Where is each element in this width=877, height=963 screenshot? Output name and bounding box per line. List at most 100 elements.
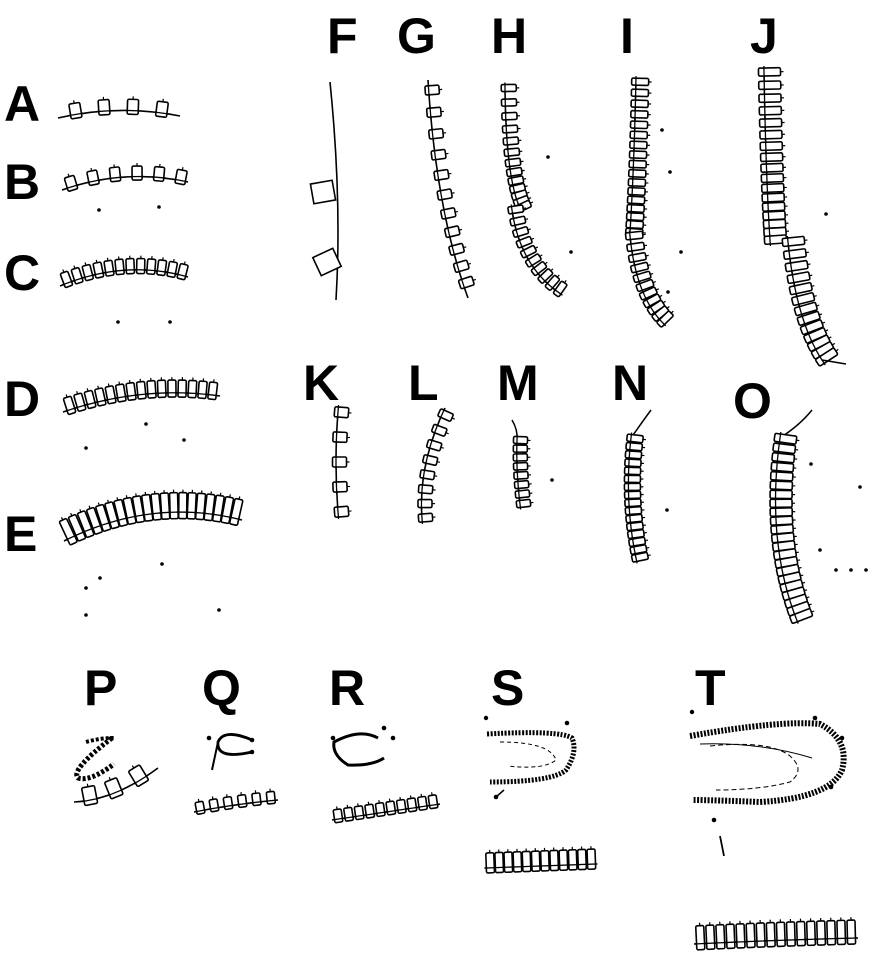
- cell: [334, 504, 352, 519]
- dot: [679, 250, 683, 254]
- panel-i-drawing: [625, 76, 683, 329]
- cell: [714, 922, 727, 950]
- cell: [428, 126, 446, 141]
- panel-h-drawing: [501, 82, 573, 298]
- cell: [694, 922, 707, 950]
- dot: [690, 710, 694, 714]
- cell: [758, 66, 783, 78]
- dot: [250, 738, 255, 743]
- drawings: [56, 66, 868, 950]
- panel-label-a: A: [4, 76, 40, 132]
- cell: [760, 140, 785, 153]
- cell: [333, 430, 351, 445]
- cell: [394, 796, 408, 814]
- panel-label-r: R: [329, 660, 365, 716]
- dot: [569, 250, 573, 254]
- cell: [124, 255, 137, 273]
- dot: [849, 568, 853, 572]
- panel-label-e: E: [4, 506, 37, 562]
- cell: [783, 246, 809, 261]
- cell: [362, 801, 376, 819]
- cell: [207, 795, 221, 812]
- dot: [84, 586, 88, 590]
- cell: [502, 110, 520, 122]
- dot: [207, 736, 212, 741]
- cell: [206, 379, 220, 400]
- panel-label-k: K: [303, 355, 339, 411]
- cell: [418, 498, 435, 510]
- cell: [815, 918, 828, 945]
- panel-label-b: B: [4, 154, 40, 210]
- cell: [505, 156, 524, 169]
- panel-label-s: S: [491, 660, 524, 716]
- panel-e-drawing: [56, 490, 246, 617]
- panel-label-j: J: [750, 8, 778, 64]
- dot: [660, 128, 664, 132]
- cell: [760, 151, 785, 164]
- panel-q-drawing: [192, 734, 278, 814]
- cell: [130, 163, 144, 180]
- cell: [629, 168, 649, 180]
- dot: [84, 446, 88, 450]
- cell: [145, 377, 158, 398]
- dot: [813, 716, 818, 721]
- dot: [484, 716, 488, 720]
- dot: [565, 721, 570, 726]
- cell: [418, 511, 436, 524]
- cell: [630, 129, 650, 141]
- dot: [809, 462, 813, 466]
- dot: [666, 290, 670, 294]
- cell: [845, 917, 858, 944]
- cell: [331, 806, 345, 824]
- cell: [341, 804, 355, 822]
- cell: [235, 791, 249, 807]
- cell: [630, 139, 650, 151]
- cell: [135, 255, 147, 273]
- cell: [759, 116, 784, 129]
- cell: [514, 469, 532, 481]
- dot: [160, 562, 164, 566]
- dot: [168, 320, 172, 324]
- panel-label-o: O: [733, 373, 772, 429]
- cell: [761, 161, 786, 174]
- dot: [858, 485, 862, 489]
- cell: [724, 921, 737, 948]
- dot: [829, 785, 834, 790]
- cell: [629, 149, 649, 161]
- cell: [764, 919, 777, 946]
- panel-d-drawing: [60, 377, 220, 450]
- cell: [502, 123, 521, 135]
- cell: [426, 791, 440, 809]
- dot: [97, 208, 101, 212]
- cell: [631, 109, 651, 121]
- panel-g-drawing: [425, 80, 478, 298]
- cell: [515, 488, 533, 501]
- panel-b-drawing: [61, 163, 189, 212]
- cell: [96, 96, 112, 115]
- cell: [516, 497, 534, 510]
- cell: [333, 455, 350, 469]
- cell: [383, 798, 397, 816]
- panel-label-c: C: [4, 245, 40, 301]
- panel-c-drawing: [57, 255, 191, 323]
- cell: [425, 83, 443, 97]
- panel-o-drawing: [770, 410, 868, 626]
- panel-label-n: N: [612, 355, 648, 411]
- cell: [628, 177, 648, 189]
- panel-f-drawing: [310, 82, 341, 300]
- cell: [631, 87, 651, 98]
- cell: [761, 172, 786, 185]
- cell: [513, 443, 530, 454]
- cell: [333, 479, 351, 494]
- panel-label-p: P: [84, 660, 117, 716]
- dot: [144, 422, 148, 426]
- panel-label-i: I: [620, 8, 634, 64]
- cell: [415, 793, 429, 811]
- cell: [759, 92, 784, 105]
- panel-n-drawing: [624, 410, 668, 564]
- dot: [182, 438, 186, 442]
- cell: [405, 795, 419, 813]
- cell: [514, 478, 532, 490]
- panel-j-drawing: [758, 66, 846, 368]
